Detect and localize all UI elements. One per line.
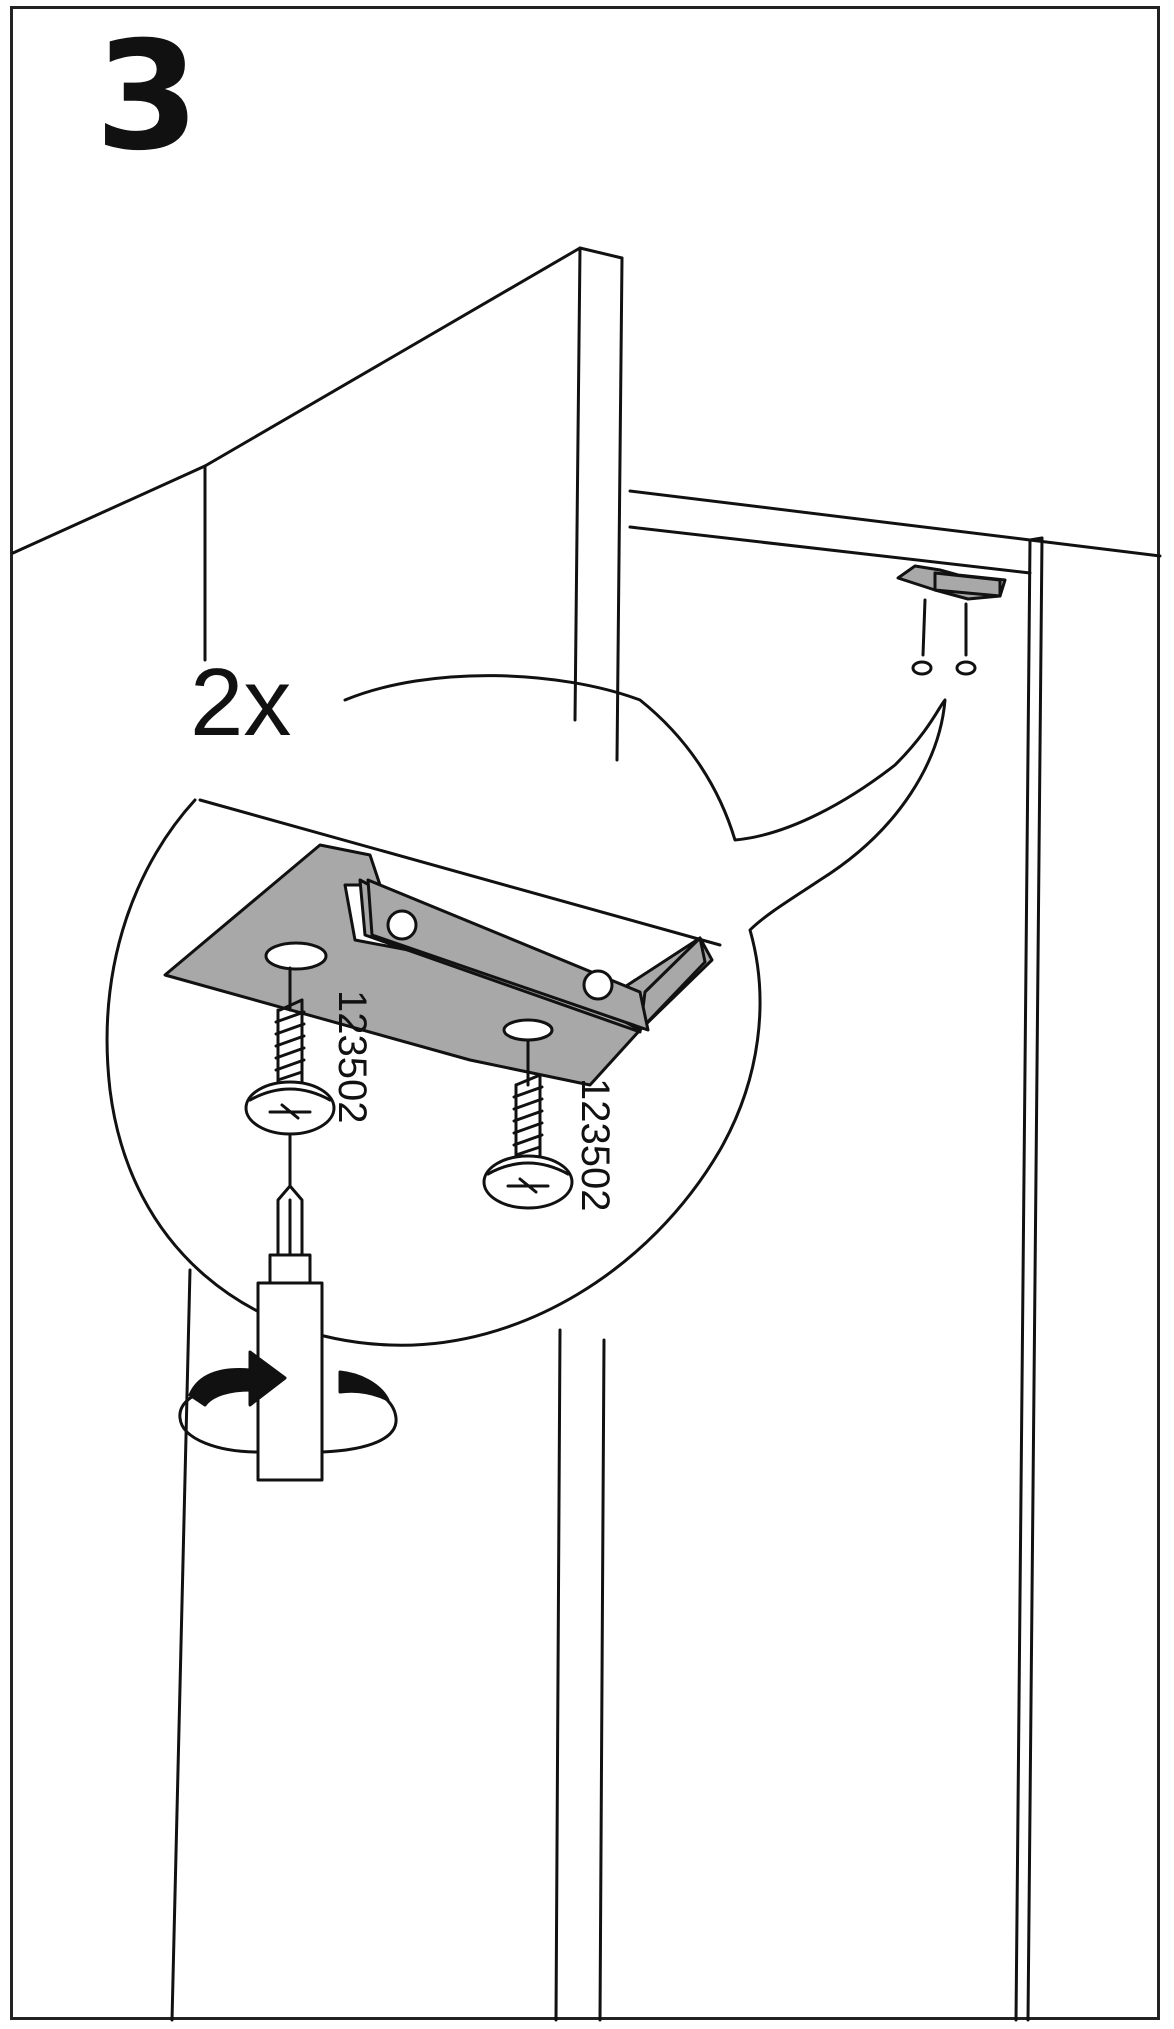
part-number-label: 123502 [573,1078,617,1212]
wall-lines [11,464,1162,575]
clockwise-rotate-arrow-icon [178,1350,398,1454]
screw-right [482,1038,574,1210]
left-side-panel [170,246,624,2022]
part-number-label: 123502 [330,990,374,1124]
step-number: 3 [95,10,200,184]
bracket-detail [163,843,714,1087]
right-side-panel [1014,536,1044,2022]
quantity-label: 2x [190,649,292,756]
screw-left [244,966,336,1136]
bracket-small [896,564,1007,676]
screwdriver-icon [256,1134,324,1482]
detail-callout [105,674,947,1347]
